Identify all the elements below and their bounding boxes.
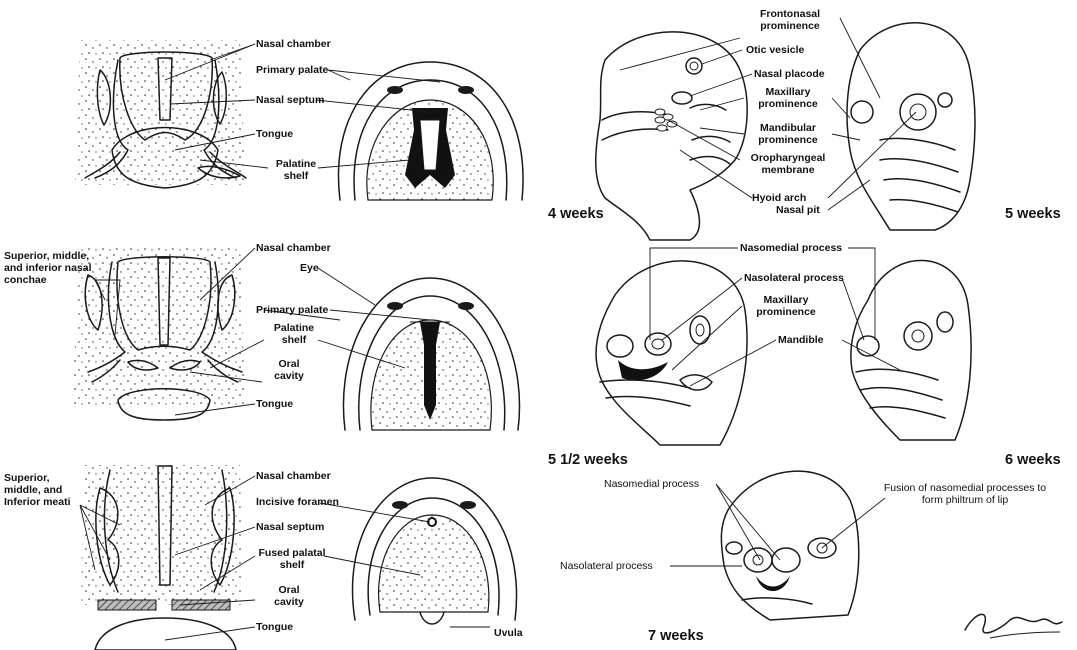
label-tongue-1: Tongue	[256, 128, 293, 140]
embryo-7-weeks	[721, 471, 858, 620]
age-label-6-weeks: 6 weeks	[1005, 452, 1061, 468]
coronal-section-3	[80, 465, 242, 650]
age-label-5-weeks: 5 weeks	[1005, 206, 1061, 222]
label-frontonasal-prominence: Frontonasal prominence	[742, 8, 838, 32]
age-label-7-weeks: 7 weeks	[648, 628, 704, 644]
embryo-5-weeks	[847, 23, 975, 230]
palate-view-2	[343, 278, 519, 430]
signature	[965, 614, 1062, 638]
label-uvula: Uvula	[494, 627, 523, 639]
label-maxillary-prominence-2: Maxillary prominence	[742, 294, 830, 318]
label-oral-cavity-2: Oral cavity	[268, 358, 310, 382]
label-hyoid-arch: Hyoid arch	[752, 192, 806, 204]
embryo-6-weeks	[851, 260, 971, 440]
label-primary-palate-1: Primary palate	[256, 64, 328, 76]
label-palatine-shelf-1: Palatine shelf	[270, 158, 322, 182]
label-tongue-3: Tongue	[256, 621, 293, 633]
label-tongue-2: Tongue	[256, 398, 293, 410]
label-nasomedial-process-1: Nasomedial process	[740, 242, 842, 254]
label-oropharyngeal-membrane: Oropharyngeal membrane	[742, 152, 834, 176]
label-nasal-meati: Superior, middle, and Inferior meati	[4, 472, 78, 508]
label-nasal-placode: Nasal placode	[754, 68, 825, 80]
label-incisive-foramen: Incisive foramen	[256, 496, 339, 508]
age-label-5-5-weeks: 5 1/2 weeks	[548, 452, 628, 468]
coronal-section-1	[75, 40, 246, 188]
label-eye: Eye	[300, 262, 319, 274]
label-nasal-pit: Nasal pit	[776, 204, 820, 216]
label-oral-cavity-3: Oral cavity	[268, 584, 310, 608]
label-nasomedial-process-2: Nasomedial process	[604, 478, 699, 490]
label-fused-palatal-shelf: Fused palatal shelf	[256, 547, 328, 571]
label-nasal-chamber-1: Nasal chamber	[256, 38, 331, 50]
age-label-4-weeks: 4 weeks	[548, 206, 604, 222]
label-palatine-shelf-2: Palatine shelf	[268, 322, 320, 346]
label-nasal-chamber-3: Nasal chamber	[256, 470, 331, 482]
label-primary-palate-2: Primary palate	[256, 304, 328, 316]
label-nasal-chamber-2: Nasal chamber	[256, 242, 331, 254]
palate-view-1	[338, 62, 523, 200]
label-nasolateral-process-1: Nasolateral process	[744, 272, 844, 284]
label-nasolateral-process-2: Nasolateral process	[560, 560, 653, 572]
label-maxillary-prominence-1: Maxillary prominence	[744, 86, 832, 110]
label-nasal-septum-3: Nasal septum	[256, 521, 324, 533]
embryo-5-5-weeks	[596, 261, 747, 445]
label-fusion-nasomedial: Fusion of nasomedial processes to form p…	[880, 482, 1050, 506]
label-nasal-conchae: Superior, middle, and inferior nasal con…	[4, 250, 96, 286]
coronal-section-2	[72, 245, 245, 420]
palate-view-3	[353, 478, 517, 624]
label-otic-vesicle: Otic vesicle	[746, 44, 804, 56]
label-nasal-septum-1: Nasal septum	[256, 94, 324, 106]
embryo-4-weeks	[596, 32, 747, 240]
label-mandible: Mandible	[778, 334, 824, 346]
label-mandibular-prominence: Mandibular prominence	[744, 122, 832, 146]
